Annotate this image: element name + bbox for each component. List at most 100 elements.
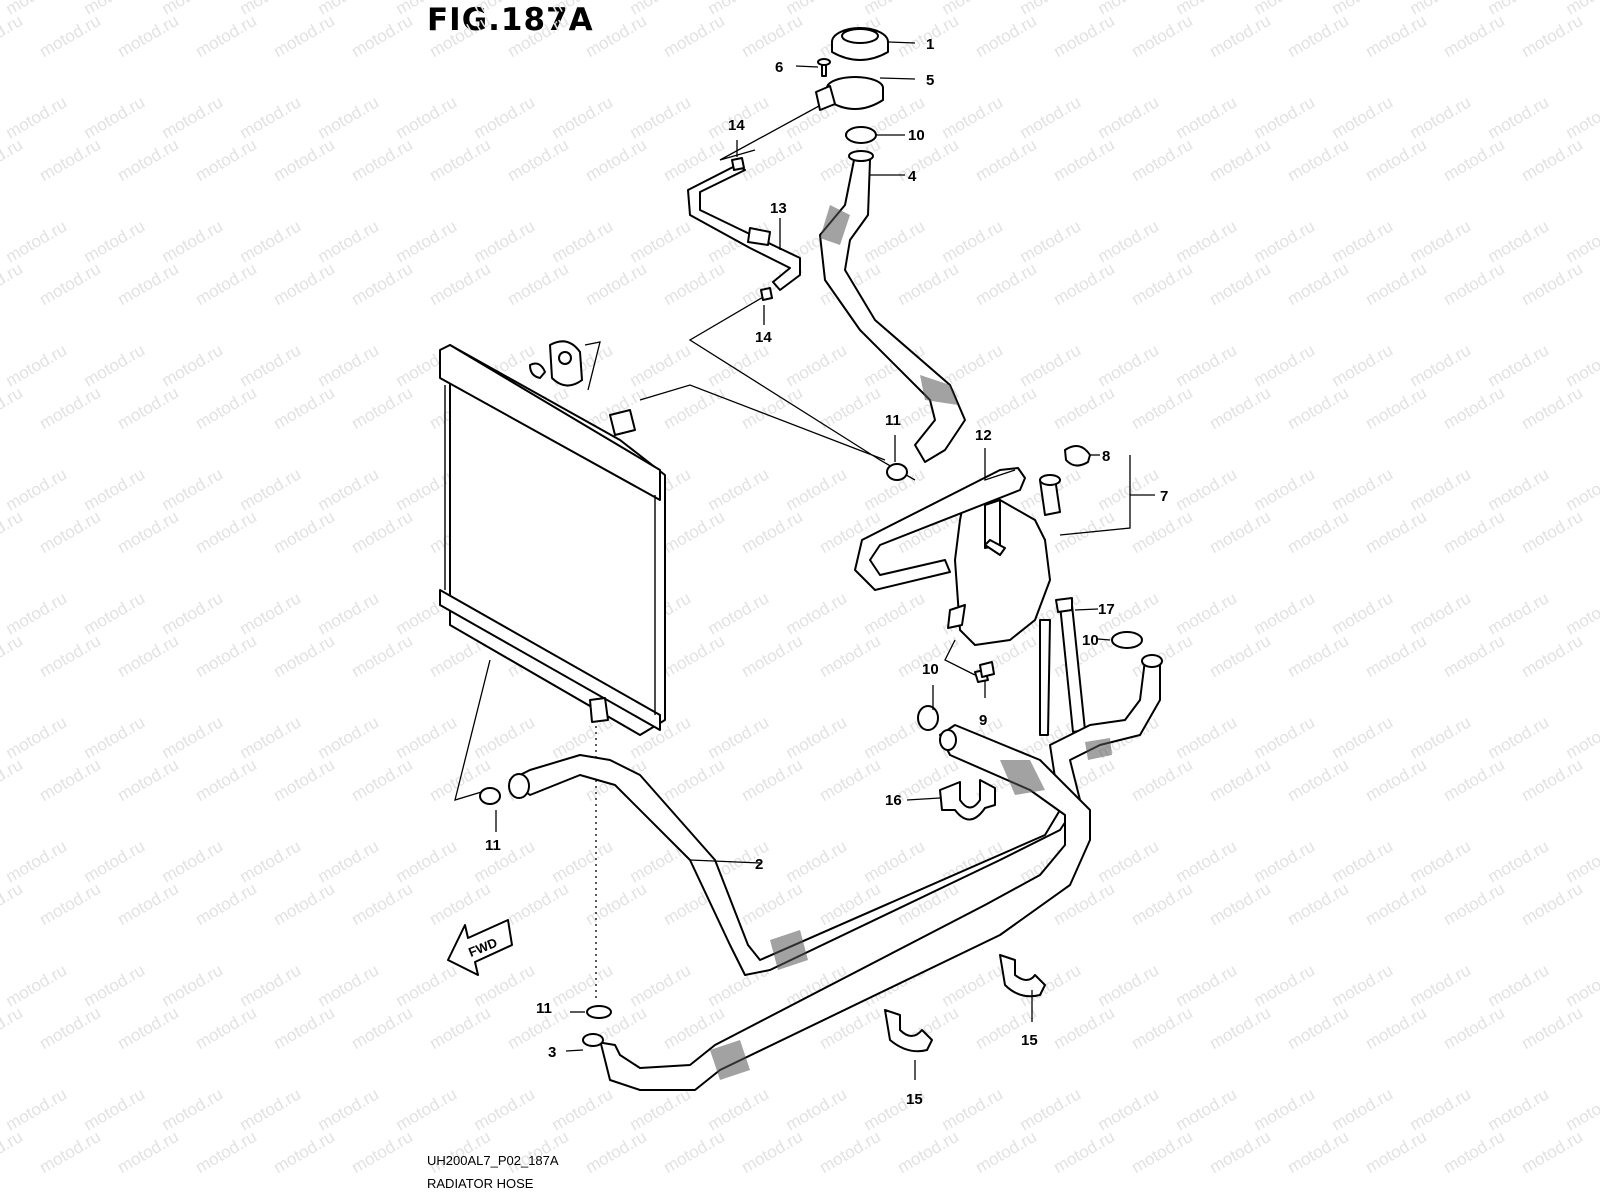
watermark-text: motod.ru <box>1596 383 1600 433</box>
watermark-text: motod.ru <box>1284 11 1352 61</box>
watermark-text: motod.ru <box>392 837 460 887</box>
watermark-text: motod.ru <box>582 879 650 929</box>
watermark-text: motod.ru <box>1050 135 1118 185</box>
watermark-text: motod.ru <box>236 217 304 267</box>
callout-15: 15 <box>906 1091 923 1108</box>
watermark-text: motod.ru <box>1484 93 1552 143</box>
watermark-text: motod.ru <box>1172 961 1240 1011</box>
watermark-text: motod.ru <box>660 507 728 557</box>
watermark-text: motod.ru <box>738 135 806 185</box>
callout-14: 14 <box>728 117 745 134</box>
watermark-text: motod.ru <box>504 11 572 61</box>
watermark-text: motod.ru <box>2 961 70 1011</box>
watermark-text: motod.ru <box>0 507 26 557</box>
watermark-text: motod.ru <box>192 879 260 929</box>
callout-7: 7 <box>1160 488 1168 505</box>
watermark-text: motod.ru <box>314 713 382 763</box>
watermark-text: motod.ru <box>1440 259 1508 309</box>
watermark-text: motod.ru <box>1362 1003 1430 1053</box>
watermark-text: motod.ru <box>1362 11 1430 61</box>
watermark-text: motod.ru <box>470 93 538 143</box>
watermark-text: motod.ru <box>314 589 382 639</box>
watermark-text: motod.ru <box>1250 217 1318 267</box>
watermark-text: motod.ru <box>1284 259 1352 309</box>
watermark-text: motod.ru <box>1440 879 1508 929</box>
callout-6: 6 <box>775 59 783 76</box>
watermark-text: motod.ru <box>548 93 616 143</box>
watermark-text: motod.ru <box>158 217 226 267</box>
watermark-text: motod.ru <box>80 217 148 267</box>
watermark-text: motod.ru <box>1206 1003 1274 1053</box>
watermark-text: motod.ru <box>1206 1127 1274 1177</box>
watermark-text: motod.ru <box>1250 589 1318 639</box>
watermark-text: motod.ru <box>738 631 806 681</box>
watermark-text: motod.ru <box>1328 1085 1396 1135</box>
watermark-text: motod.ru <box>80 589 148 639</box>
watermark-text: motod.ru <box>1250 465 1318 515</box>
callout-labels: 1 5 6 10 14 4 13 14 11 12 8 7 17 10 10 9… <box>485 36 1168 1108</box>
watermark-text: motod.ru <box>80 961 148 1011</box>
callout-8: 8 <box>1102 448 1110 465</box>
watermark-text: motod.ru <box>1596 755 1600 805</box>
watermark-text: motod.ru <box>1406 465 1474 515</box>
watermark-text: motod.ru <box>972 259 1040 309</box>
watermark-text: motod.ru <box>1596 135 1600 185</box>
watermark-text: motod.ru <box>1284 383 1352 433</box>
watermark-text: motod.ru <box>158 1085 226 1135</box>
watermark-text: motod.ru <box>1128 11 1196 61</box>
callout-4: 4 <box>908 168 917 185</box>
watermark-text: motod.ru <box>1016 217 1084 267</box>
watermark-text: motod.ru <box>582 1127 650 1177</box>
watermark-text: motod.ru <box>704 465 772 515</box>
watermark-text: motod.ru <box>2 1085 70 1135</box>
watermark-text: motod.ru <box>1562 1085 1600 1135</box>
watermark-text: motod.ru <box>1440 383 1508 433</box>
callout-1: 1 <box>926 36 934 53</box>
watermark-text: motod.ru <box>1206 135 1274 185</box>
watermark-text: motod.ru <box>0 1127 26 1177</box>
hose-holders <box>884 779 1046 1053</box>
hose-upper-4 <box>819 150 966 463</box>
watermark-text: motod.ru <box>314 961 382 1011</box>
watermark-text: motod.ru <box>1362 1127 1430 1177</box>
watermark-text: motod.ru <box>1406 837 1474 887</box>
watermark-text: motod.ru <box>1206 11 1274 61</box>
watermark-text: motod.ru <box>270 1127 338 1177</box>
watermark-text: motod.ru <box>36 1127 104 1177</box>
hose-2 <box>508 654 1163 976</box>
watermark-text: motod.ru <box>1518 259 1586 309</box>
watermark-text: motod.ru <box>1094 837 1162 887</box>
watermark-text: motod.ru <box>1206 383 1274 433</box>
watermark-text: motod.ru <box>426 11 494 61</box>
watermark-text: motod.ru <box>348 11 416 61</box>
hose-breather-13 <box>687 164 801 291</box>
watermark-text: motod.ru <box>236 1085 304 1135</box>
watermark-text: motod.ru <box>2 93 70 143</box>
watermark-text: motod.ru <box>782 341 850 391</box>
watermark-text: motod.ru <box>236 837 304 887</box>
watermark-text: motod.ru <box>504 879 572 929</box>
watermark-text: motod.ru <box>582 259 650 309</box>
watermark-text: motod.ru <box>36 507 104 557</box>
watermark-text: motod.ru <box>114 507 182 557</box>
watermark-text: motod.ru <box>1596 507 1600 557</box>
watermark-text: motod.ru <box>1484 837 1552 887</box>
callout-10: 10 <box>908 127 925 144</box>
watermark-text: motod.ru <box>1328 837 1396 887</box>
watermark-text: motod.ru <box>1250 1085 1318 1135</box>
watermark-text: motod.ru <box>1172 713 1240 763</box>
watermark-text: motod.ru <box>1050 1003 1118 1053</box>
watermark-text: motod.ru <box>1406 93 1474 143</box>
watermark-text: motod.ru <box>660 259 728 309</box>
watermark-text: motod.ru <box>1440 11 1508 61</box>
watermark-text: motod.ru <box>1094 93 1162 143</box>
watermark-text: motod.ru <box>1406 713 1474 763</box>
watermark-text: motod.ru <box>314 93 382 143</box>
watermark-text: motod.ru <box>1284 1127 1352 1177</box>
figure-title: FIG.187A <box>427 2 594 38</box>
watermark-text: motod.ru <box>1440 507 1508 557</box>
watermark-text: motod.ru <box>972 11 1040 61</box>
watermark-text: motod.ru <box>114 1127 182 1177</box>
watermark-text: motod.ru <box>1206 507 1274 557</box>
watermark-text: motod.ru <box>626 961 694 1011</box>
